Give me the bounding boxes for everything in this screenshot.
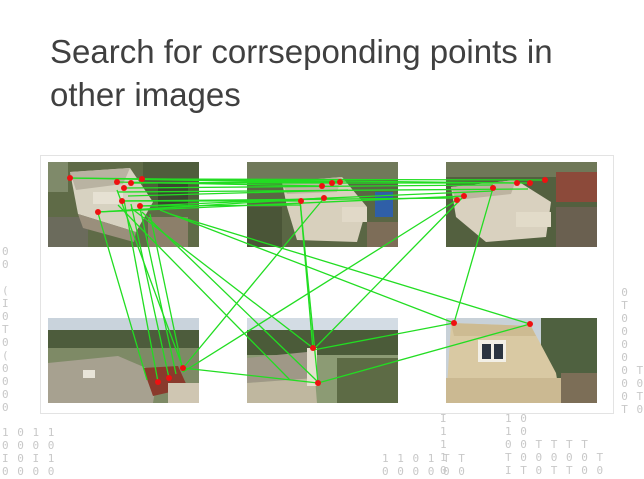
image-bottom-right-dormer: [446, 318, 597, 403]
image-top-middle-house-aerial: [247, 162, 398, 247]
binary-decoration-left: 0 0 ( I 0 T 0 ( 0 0 0 0: [2, 245, 10, 414]
image-top-left-house-aerial: [48, 162, 199, 247]
image-bottom-middle-rooftop: [247, 318, 398, 403]
binary-decoration-center-bottom: 1 1 0 1 T T 0 0 0 0 0 0: [382, 452, 466, 478]
slide-title: Search for corrseponding points in other…: [50, 33, 553, 113]
image-bottom-left-rooftop: [48, 318, 199, 403]
binary-decoration-center: I 1 1 1 0: [440, 412, 448, 477]
binary-decoration-right-bottom: 1 0 1 0 0 0 T T T T T 0 0 0 0 0 T I T 0 …: [505, 412, 605, 477]
image-top-right-house-aerial: [446, 162, 597, 247]
binary-decoration-left-bottom: 1 0 1 1 0 0 0 0 I 0 I 1 0 0 0 0: [2, 426, 56, 478]
